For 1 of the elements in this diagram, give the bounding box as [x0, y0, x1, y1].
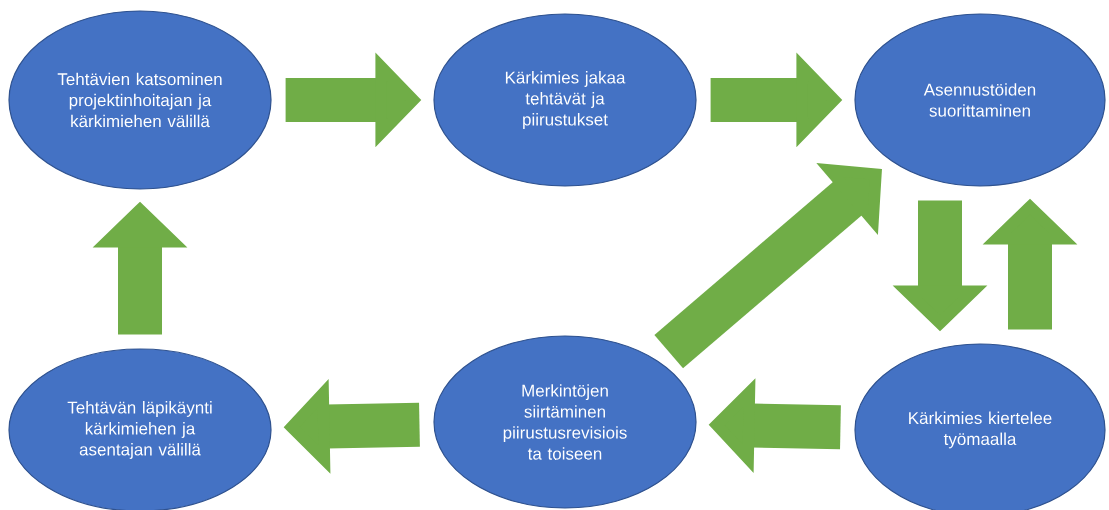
block-arrow — [654, 162, 882, 369]
